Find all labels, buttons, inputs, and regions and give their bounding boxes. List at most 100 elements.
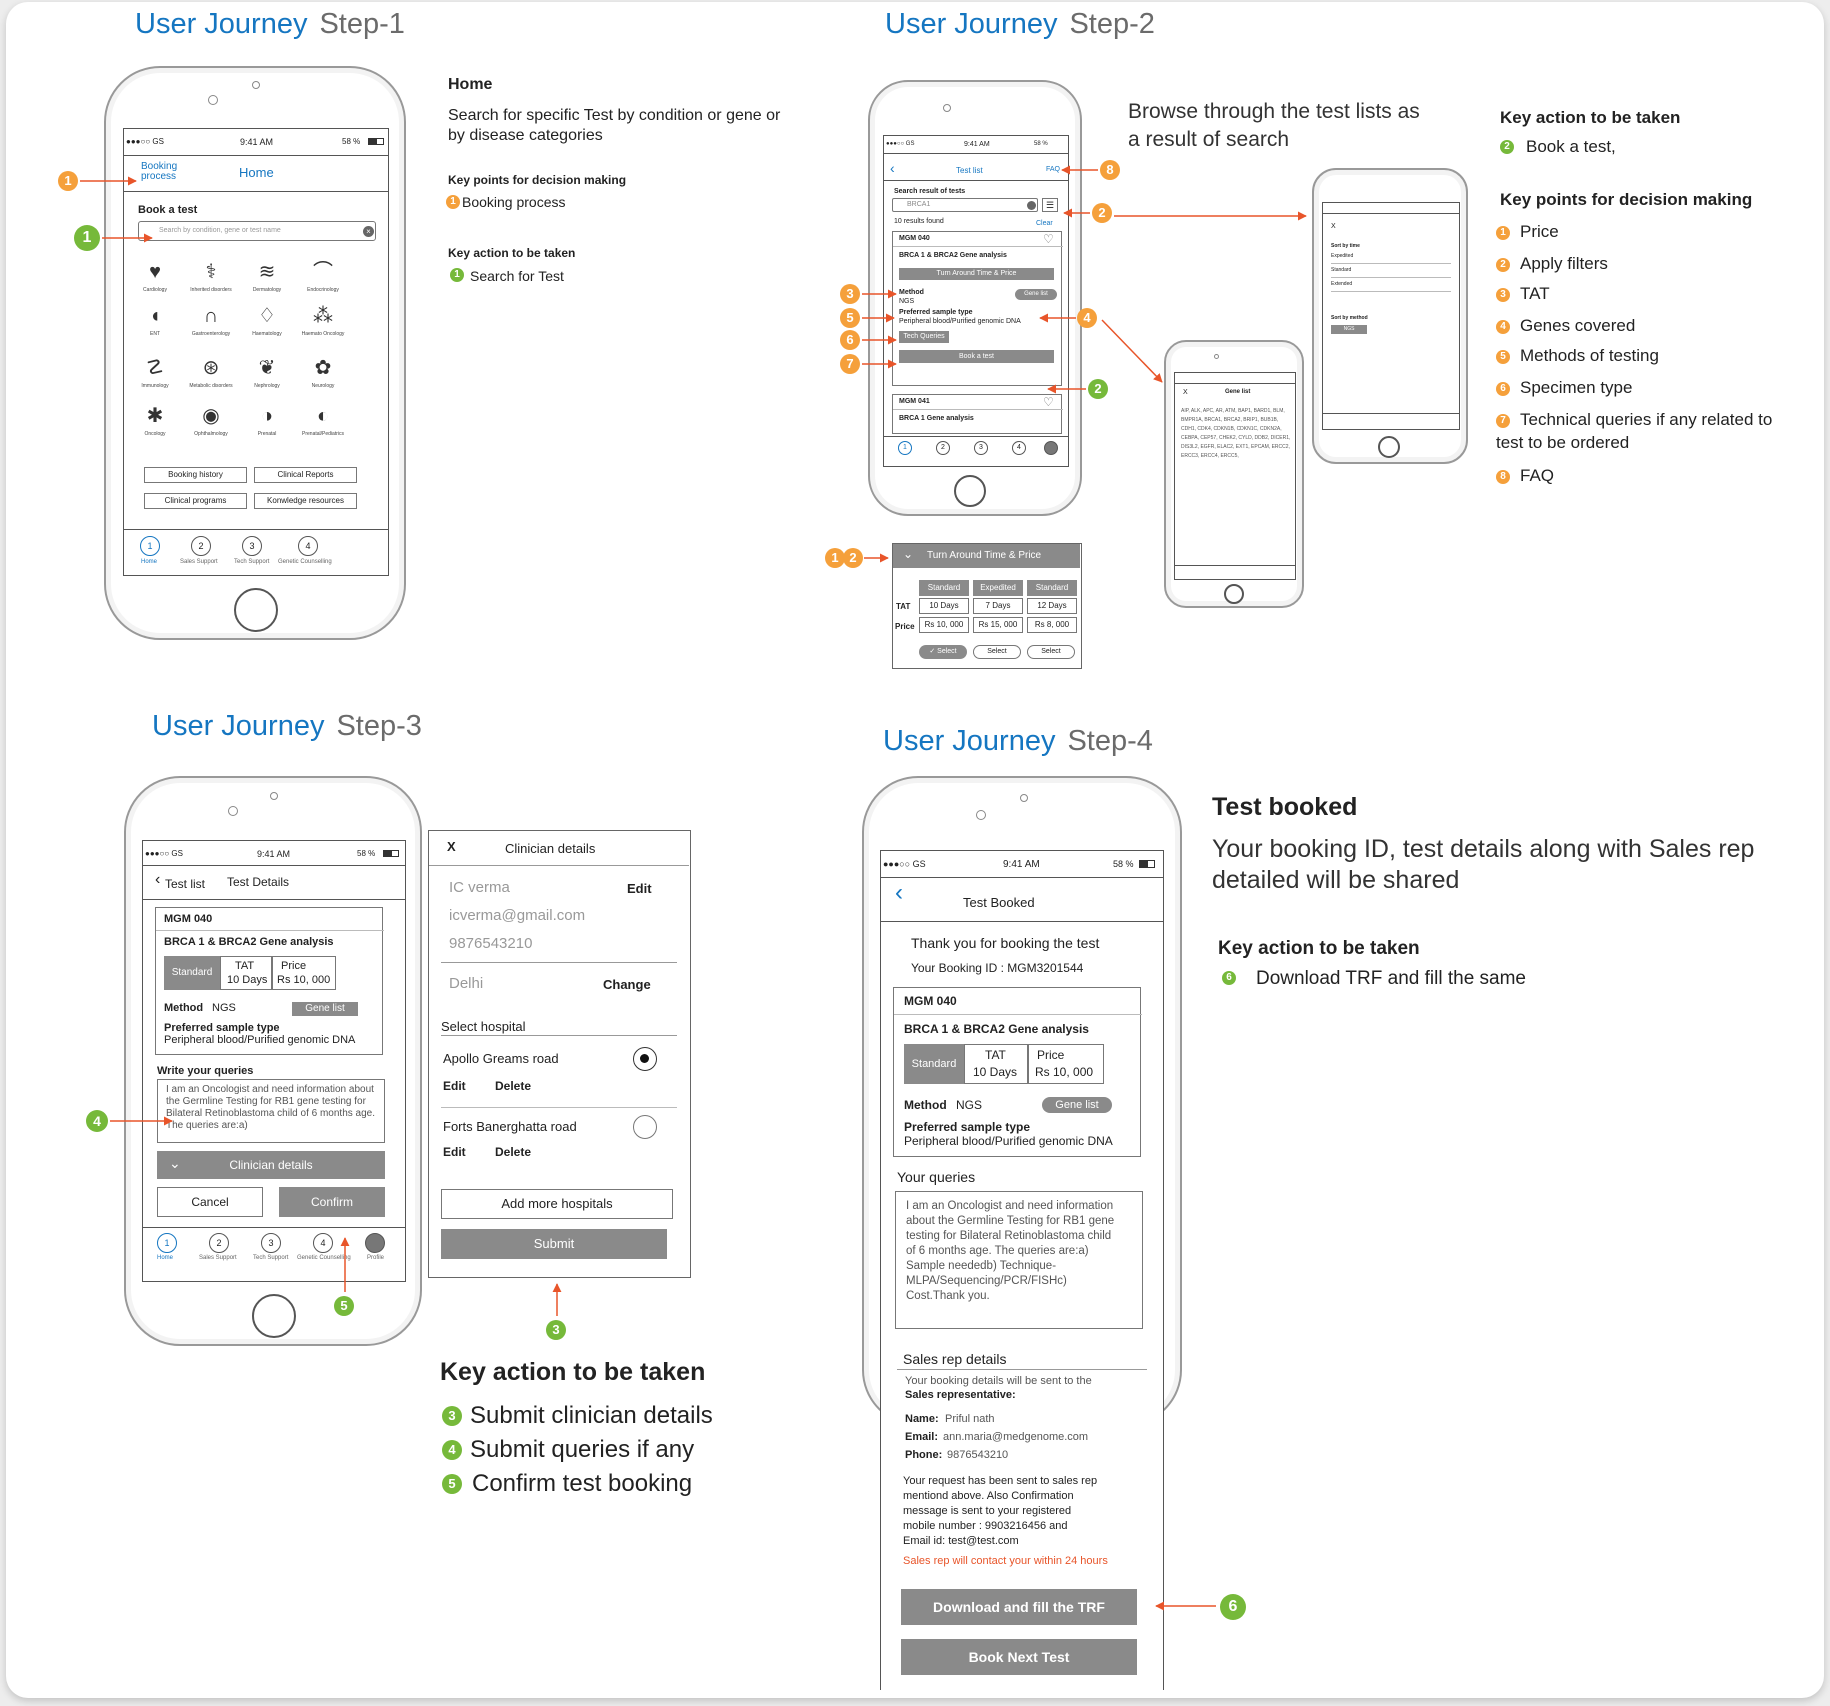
- filter-option[interactable]: Standard: [1331, 267, 1352, 273]
- category-6-icon[interactable]: ∩: [203, 305, 219, 327]
- category-label[interactable]: Dermatology: [252, 287, 282, 293]
- tat-header-standard[interactable]: Standard: [919, 580, 969, 596]
- tab-sales-label[interactable]: Sales Support: [199, 1255, 237, 1261]
- category-label[interactable]: Nephrology: [254, 383, 280, 389]
- category-4-icon[interactable]: ⌒: [313, 261, 333, 283]
- category-label[interactable]: Endocrinology: [307, 287, 339, 293]
- tab-counselling-icon[interactable]: 4: [1012, 441, 1026, 455]
- category-11-icon[interactable]: ❦: [258, 357, 276, 379]
- tab-tech-icon[interactable]: 3: [242, 536, 262, 556]
- nav-home[interactable]: Home: [239, 165, 274, 180]
- category-label[interactable]: Metabolic disorders: [189, 383, 233, 389]
- home-button[interactable]: [252, 1294, 296, 1338]
- category-14-icon[interactable]: ◉: [202, 405, 220, 427]
- radio-unselected-icon[interactable]: [633, 1115, 657, 1139]
- category-13-icon[interactable]: ✱: [146, 405, 164, 427]
- clinical-reports-button[interactable]: Clinical Reports: [254, 467, 357, 483]
- heart-icon[interactable]: ♡: [1043, 395, 1054, 409]
- category-1-icon[interactable]: ♥: [149, 261, 161, 283]
- clinical-programs-button[interactable]: Clinical programs: [144, 493, 247, 509]
- clear-icon[interactable]: [1027, 201, 1036, 210]
- category-3-icon[interactable]: ≋: [258, 261, 276, 283]
- category-label[interactable]: Prenatal/Pediatrics: [302, 431, 344, 437]
- delete-link[interactable]: Delete: [495, 1079, 532, 1093]
- book-next-test-button[interactable]: Book Next Test: [901, 1639, 1137, 1675]
- category-9-icon[interactable]: ☡: [146, 357, 164, 379]
- home-button[interactable]: [1224, 584, 1244, 604]
- clear-icon[interactable]: ×: [363, 226, 374, 237]
- edit-link[interactable]: Edit: [627, 881, 652, 896]
- profile-icon[interactable]: [1044, 441, 1058, 455]
- gene-list-button[interactable]: Gene list: [292, 1002, 358, 1016]
- close-icon[interactable]: X: [447, 839, 456, 854]
- faq-link[interactable]: FAQ: [1046, 166, 1061, 173]
- delete-link[interactable]: Delete: [495, 1145, 532, 1159]
- ngs-filter-button[interactable]: NGS: [1331, 325, 1367, 334]
- tab-counselling-icon[interactable]: 4: [313, 1233, 333, 1253]
- tat-header-expedited[interactable]: Expedited: [973, 580, 1023, 596]
- tab-home-icon[interactable]: 1: [140, 536, 160, 556]
- category-label[interactable]: Haemato Oncology: [301, 331, 345, 337]
- clear-link[interactable]: Clear: [1036, 220, 1053, 227]
- cancel-button[interactable]: Cancel: [157, 1187, 263, 1217]
- tab-sales-label[interactable]: Sales Support: [180, 559, 218, 565]
- tab-sales-icon[interactable]: 2: [209, 1233, 229, 1253]
- category-label[interactable]: ENT: [150, 331, 160, 337]
- filter-option[interactable]: Expedited: [1331, 253, 1354, 259]
- select-button-2[interactable]: Select: [973, 645, 1021, 659]
- tech-queries-button[interactable]: Tech Queries: [899, 331, 949, 343]
- tab-home-label[interactable]: Home: [157, 1255, 174, 1261]
- gene-list-button[interactable]: Gene list: [1042, 1097, 1112, 1113]
- hospital-1[interactable]: Apollo Greams road: [443, 1051, 559, 1066]
- tab-counselling-icon[interactable]: 4: [298, 536, 318, 556]
- tab-sales-icon[interactable]: 2: [191, 536, 211, 556]
- home-button[interactable]: [1378, 436, 1400, 458]
- tab-tech-label[interactable]: Tech Support: [234, 559, 270, 565]
- hospital-2[interactable]: Forts Banerghatta road: [443, 1119, 577, 1134]
- home-button[interactable]: [954, 475, 986, 507]
- book-test-button[interactable]: Book a test: [899, 350, 1054, 363]
- filter-option[interactable]: Extended: [1331, 281, 1353, 287]
- tat-price-button[interactable]: Turn Around Time & Price: [899, 268, 1054, 280]
- change-link[interactable]: Change: [603, 977, 651, 992]
- edit-link[interactable]: Edit: [443, 1079, 466, 1093]
- tab-profile-label[interactable]: Profile: [367, 1255, 385, 1261]
- category-label[interactable]: Neurology: [311, 383, 335, 389]
- tab-tech-icon[interactable]: 3: [261, 1233, 281, 1253]
- category-label[interactable]: Ophthalmology: [194, 431, 228, 437]
- category-label[interactable]: Immunology: [141, 383, 169, 389]
- booking-history-button[interactable]: Booking history: [144, 467, 247, 483]
- category-12-icon[interactable]: ✿: [314, 357, 332, 379]
- close-icon[interactable]: X: [1183, 389, 1188, 396]
- close-icon[interactable]: X: [1331, 223, 1336, 230]
- category-label[interactable]: Prenatal: [257, 431, 277, 437]
- search-input[interactable]: BRCA1: [892, 198, 1038, 212]
- category-7-icon[interactable]: ♢: [258, 305, 276, 327]
- search-input[interactable]: Search by condition, gene or test name ×: [138, 221, 376, 241]
- queries-textarea[interactable]: I am an Oncologist and need information …: [157, 1079, 385, 1143]
- category-8-icon[interactable]: ⁂: [313, 305, 333, 327]
- download-trf-button[interactable]: Download and fill the TRF: [901, 1589, 1137, 1625]
- profile-icon[interactable]: [365, 1233, 385, 1253]
- knowledge-resources-button[interactable]: Konwledge resources: [254, 493, 357, 509]
- back-label[interactable]: Test list: [165, 877, 206, 891]
- category-label[interactable]: Haematology: [252, 331, 282, 337]
- filter-icon[interactable]: ☰: [1042, 198, 1058, 212]
- category-label[interactable]: Oncology: [144, 431, 166, 437]
- category-5-icon[interactable]: ◖: [148, 305, 162, 327]
- tab-home-label[interactable]: Home: [141, 559, 158, 565]
- tab-counselling-label[interactable]: Genetic Counselling: [278, 559, 332, 565]
- select-button-1[interactable]: ✓ Select: [919, 645, 967, 659]
- tat-header-standard-2[interactable]: Standard: [1027, 580, 1077, 596]
- category-label[interactable]: Gastroenterology: [191, 331, 231, 337]
- edit-link[interactable]: Edit: [443, 1145, 466, 1159]
- tab-counselling-label[interactable]: Genetic Counselling: [297, 1255, 351, 1261]
- submit-button[interactable]: Submit: [441, 1229, 667, 1259]
- category-15-icon[interactable]: ◑: [260, 405, 274, 427]
- clinician-details-button[interactable]: Clinician details: [157, 1151, 385, 1179]
- heart-icon[interactable]: ♡: [1043, 232, 1054, 246]
- gene-list-button[interactable]: Gene list: [1015, 289, 1057, 300]
- tab-sales-icon[interactable]: 2: [936, 441, 950, 455]
- select-button-3[interactable]: Select: [1027, 645, 1075, 659]
- category-16-icon[interactable]: ◐: [316, 405, 330, 427]
